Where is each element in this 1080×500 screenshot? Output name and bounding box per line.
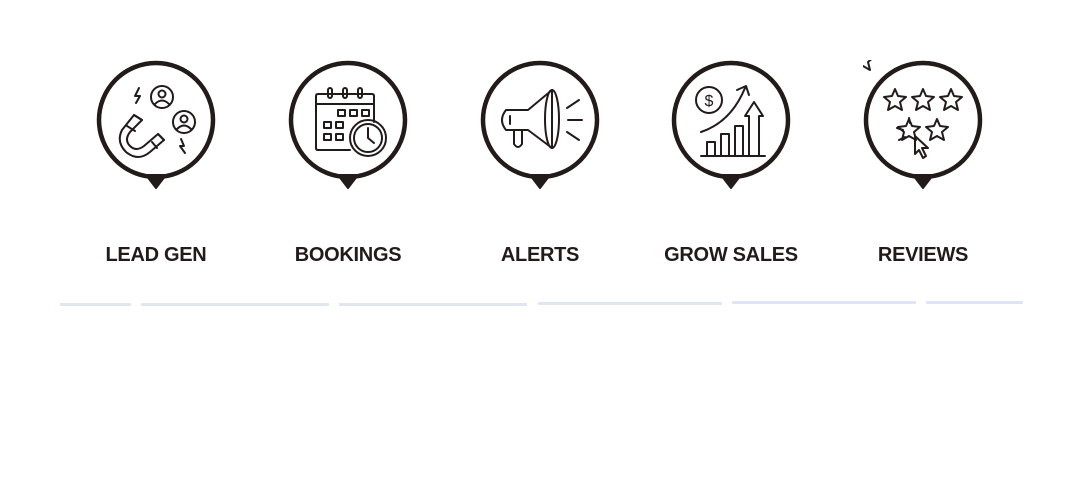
magnet-people-icon — [96, 60, 216, 190]
divider-segment — [339, 303, 527, 306]
feature-bookings[interactable]: BOOKINGS — [253, 60, 443, 266]
feature-label: ALERTS — [500, 244, 580, 266]
svg-text:$: $ — [705, 93, 714, 110]
feature-label: REVIEWS — [877, 244, 969, 266]
feature-alerts[interactable]: ALERTS — [445, 60, 635, 266]
divider-segment — [60, 303, 131, 306]
feature-label: GROW SALES — [664, 244, 798, 266]
divider-segment — [141, 303, 329, 306]
feature-label: BOOKINGS — [294, 244, 402, 266]
divider-segment — [732, 301, 916, 304]
feature-label: LEAD GEN — [105, 244, 207, 266]
feature-grow-sales[interactable]: $ GROW SALES — [636, 60, 826, 266]
divider-segment — [538, 302, 722, 305]
sales-growth-chart-icon: $ — [671, 60, 791, 190]
divider-segment — [926, 301, 1023, 304]
megaphone-icon — [480, 60, 600, 190]
feature-reviews[interactable]: REVIEWS — [828, 60, 1018, 266]
star-rating-icon — [863, 60, 983, 190]
feature-lead-gen[interactable]: LEAD GEN — [61, 60, 251, 266]
calendar-clock-icon — [288, 60, 408, 190]
